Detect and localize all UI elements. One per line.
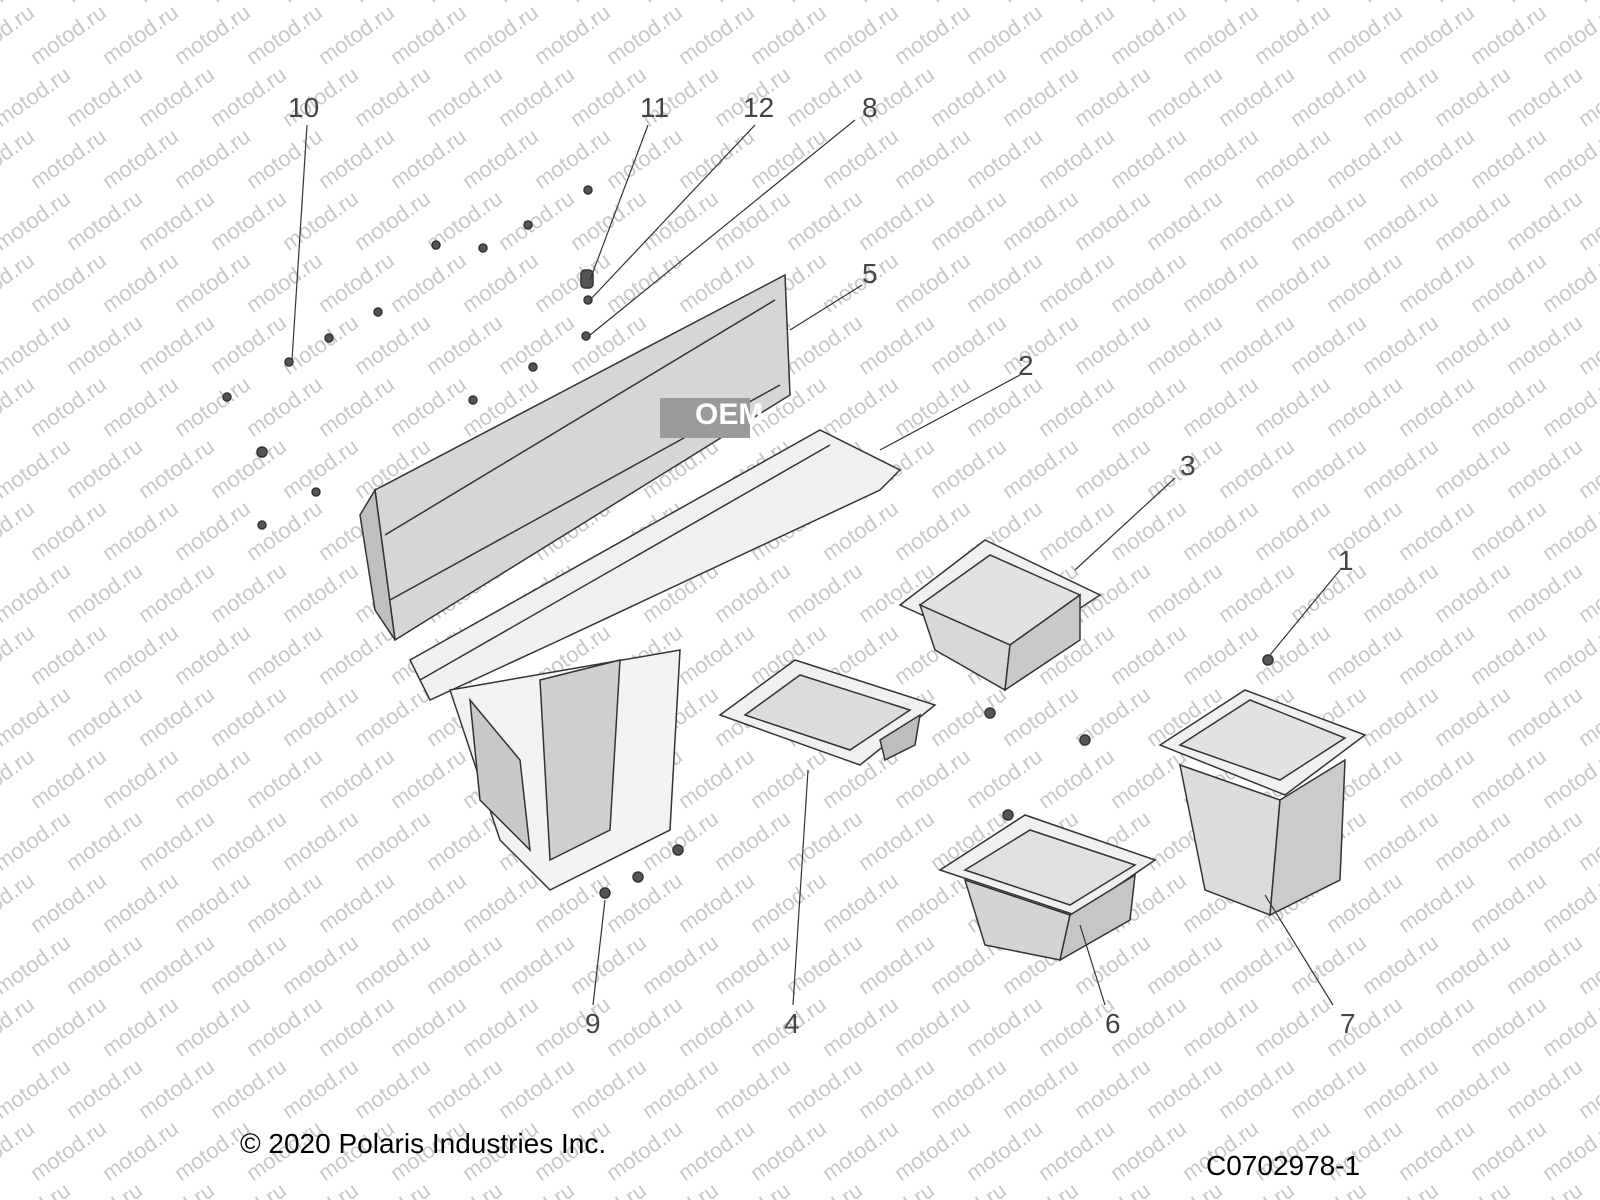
callout-9: 9 [585,1008,601,1039]
callout-10: 10 [288,92,320,123]
part-2-floor-panel [409,429,902,701]
callout-7: 7 [1340,1008,1356,1039]
fasteners [222,185,1274,899]
callout-6: 6 [1105,1008,1121,1039]
callout-8: 8 [862,92,878,123]
leader-lines [291,119,1341,1006]
copyright-text: © 2020 Polaris Industries Inc. [240,1128,607,1159]
callout-12: 12 [743,92,775,123]
part-7-deep-bin [1158,689,1367,917]
part-5-bulkhead-panel [359,273,791,642]
callout-3: 3 [1180,450,1196,481]
drawing-number: C0702978-1 [1206,1150,1361,1181]
callout-4: 4 [784,1008,800,1039]
part-4-tray [718,659,937,766]
part-2-lower-housing [449,649,681,891]
oem-badge-bg [660,398,750,438]
part-6-storage-bin [938,814,1157,962]
callout-5: 5 [862,258,878,289]
callout-2: 2 [1018,350,1034,381]
part-3-storage-bin [898,539,1102,692]
callout-11: 11 [640,92,670,123]
callout-1: 1 [1338,545,1354,576]
oem-badge: OEM [695,398,764,431]
